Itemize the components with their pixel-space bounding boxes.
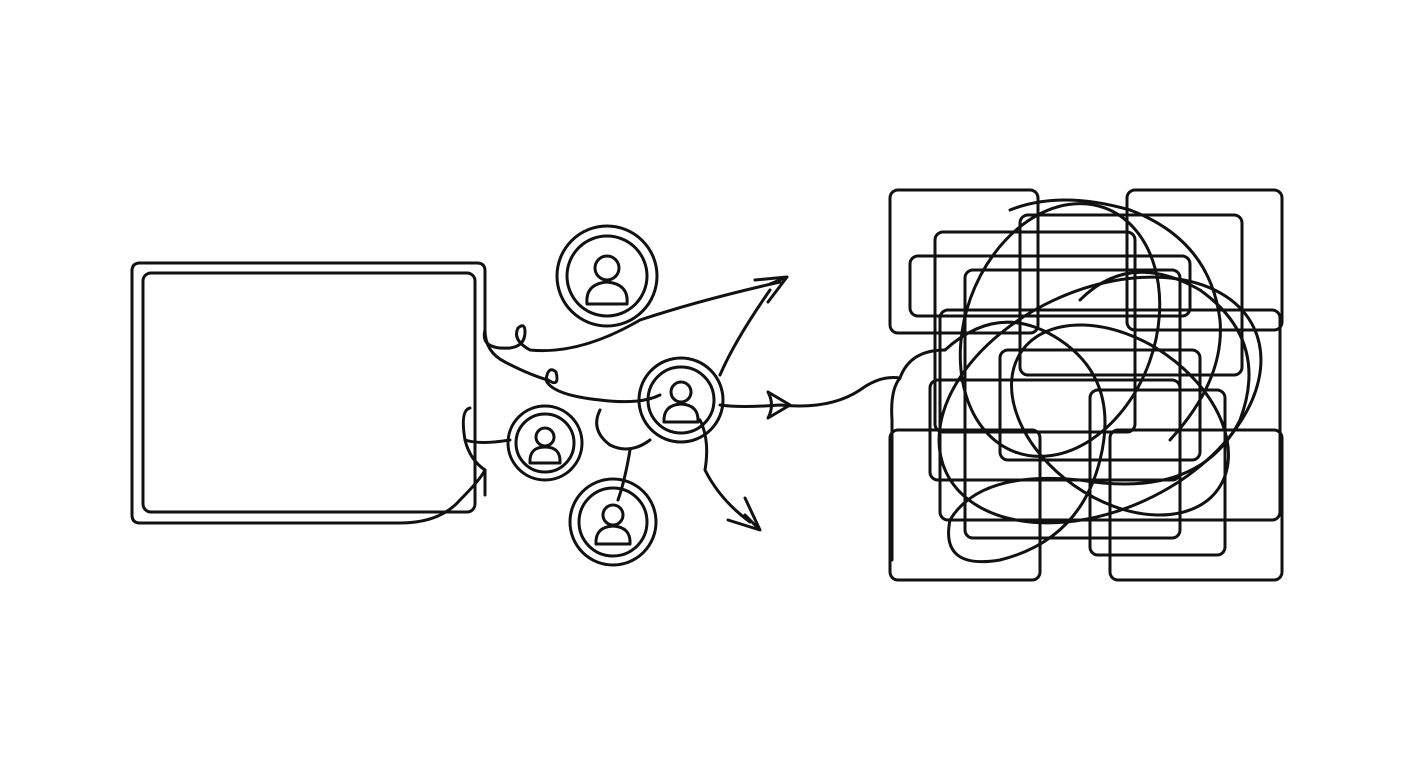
arrow-icon (726, 496, 762, 532)
person-icon (555, 224, 659, 328)
tangled-squares (888, 188, 1284, 582)
arrow-icon (753, 275, 789, 304)
person-icon (637, 356, 725, 444)
arrow-icon (766, 390, 792, 420)
flow-lines (463, 280, 947, 562)
person-icon (568, 477, 658, 567)
person-icon (506, 404, 584, 482)
source-panel (130, 261, 550, 525)
